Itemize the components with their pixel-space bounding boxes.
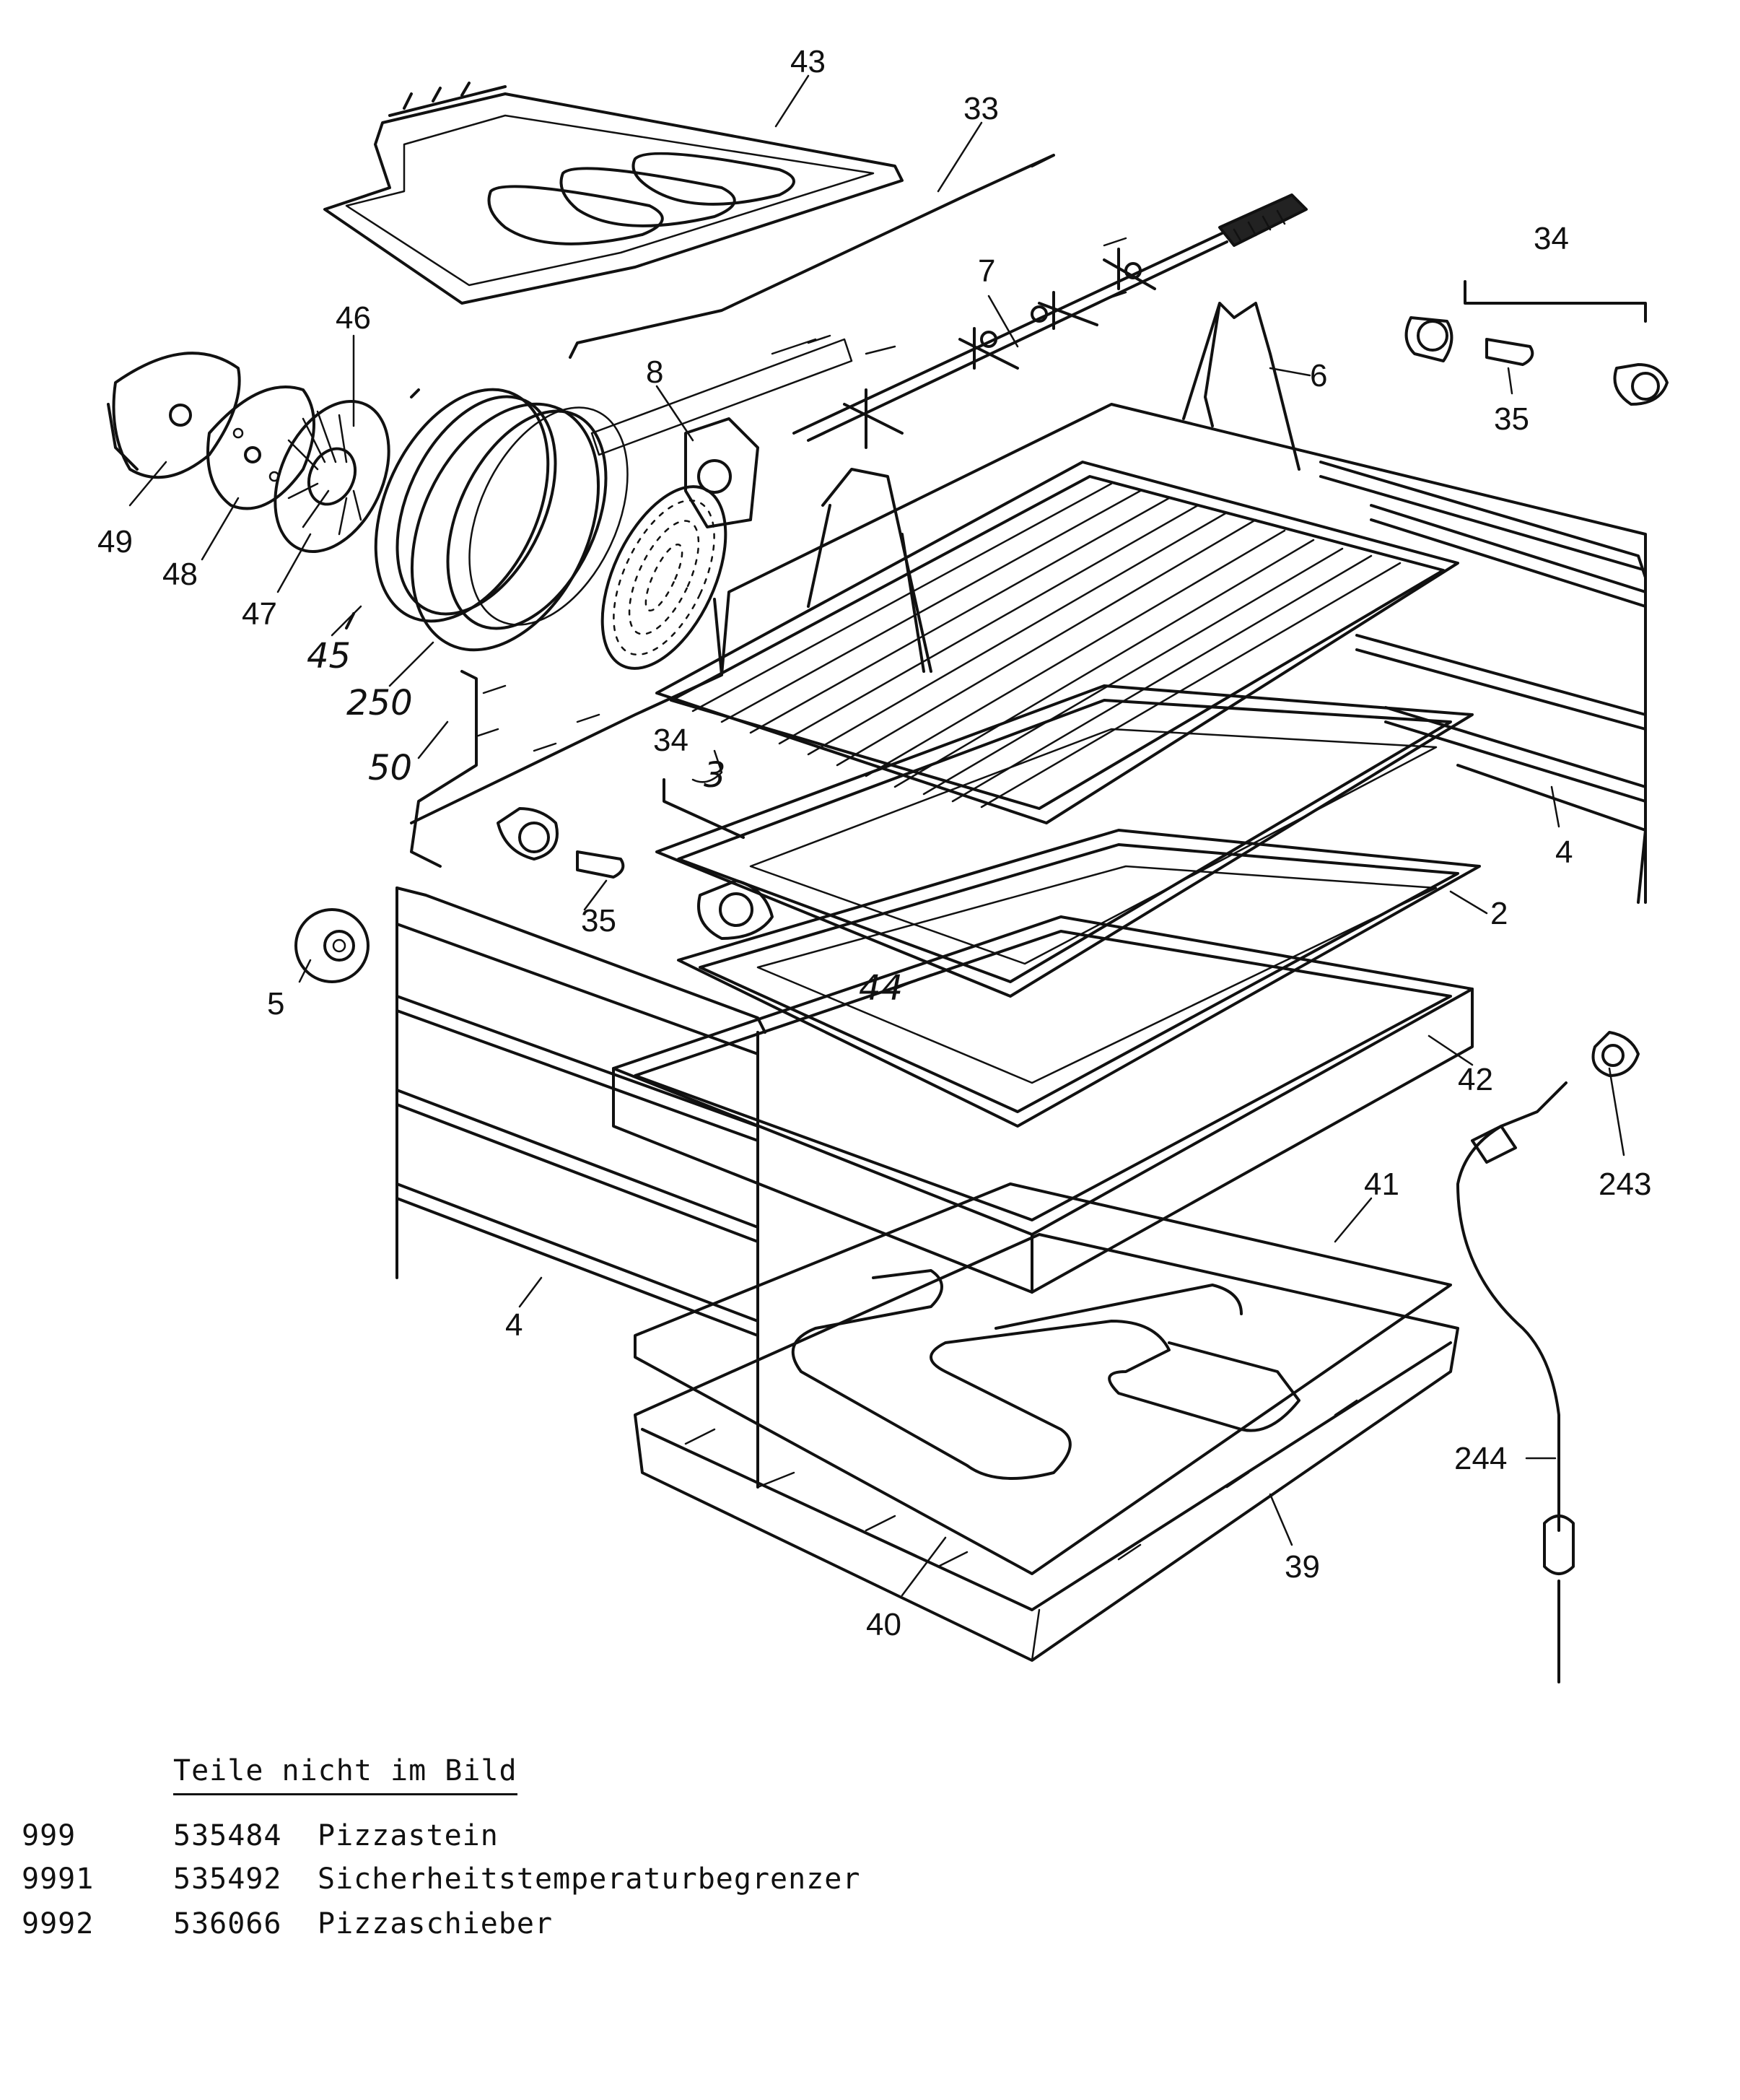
callout-43: 43 <box>790 44 826 79</box>
callout-243: 243 <box>1599 1167 1651 1202</box>
part-lamp-assembly-top <box>1404 280 1669 406</box>
part-tray <box>655 684 1474 998</box>
part-top-heating-element <box>323 82 904 305</box>
part-probe-socket <box>1591 1031 1640 1077</box>
callout-40: 40 <box>866 1607 901 1642</box>
callout-5: 5 <box>267 986 284 1021</box>
callout-250: 250 <box>346 683 413 723</box>
exploded-parts-diagram: 43 33 34 35 46 7 6 8 49 48 47 45 250 50 … <box>97 44 1669 1683</box>
part-rod <box>569 154 1055 359</box>
legend-pos: 999 <box>22 1819 76 1852</box>
part-fan-motor <box>107 352 241 479</box>
part-bottom-plate <box>634 1182 1452 1575</box>
callout-8: 8 <box>646 354 663 390</box>
callout-4-left: 4 <box>505 1307 523 1343</box>
part-baking-sheet <box>677 829 1481 1128</box>
part-side-rail-left <box>395 886 766 1489</box>
part-wire-rack <box>655 461 1459 824</box>
callout-35-top: 35 <box>1494 401 1529 437</box>
legend-description: Pizzastein <box>318 1819 499 1852</box>
callout-34-bottom: 34 <box>653 723 688 758</box>
legend-part-number: 535484 <box>173 1819 282 1852</box>
callout-48: 48 <box>162 557 198 592</box>
legend-part-number: 535492 <box>173 1862 282 1896</box>
legend-part-number: 536066 <box>173 1907 282 1940</box>
callout-50: 50 <box>368 748 412 788</box>
callout-46: 46 <box>336 300 371 336</box>
callout-7: 7 <box>978 253 995 289</box>
callout-39: 39 <box>1285 1549 1320 1585</box>
callout-6: 6 <box>1310 358 1327 393</box>
callout-33: 33 <box>963 91 999 126</box>
part-side-rail-right <box>1319 461 1647 904</box>
callout-244: 244 <box>1454 1441 1507 1476</box>
part-meat-probe <box>1456 1081 1575 1683</box>
callout-41: 41 <box>1364 1167 1399 1202</box>
callout-42: 42 <box>1458 1062 1493 1097</box>
callout-45: 45 <box>307 636 351 676</box>
part-fan-grille <box>600 485 727 670</box>
legend-description: Pizzaschieber <box>318 1907 554 1940</box>
part-rear-wall <box>410 403 1647 904</box>
legend-pos: 9992 <box>22 1907 95 1940</box>
part-bottom-heating-element <box>791 1269 1300 1480</box>
leader-lines <box>128 74 1625 1597</box>
part-spit-support-frame <box>1182 302 1300 471</box>
callout-47: 47 <box>242 596 277 632</box>
legend-description: Sicherheitstemperaturbegrenzer <box>318 1862 861 1896</box>
callout-35-bottom: 35 <box>581 903 616 938</box>
callout-3: 3 <box>704 755 726 796</box>
part-thermostat <box>590 334 853 528</box>
part-fan-wheel <box>274 400 390 553</box>
part-pizza-stone <box>634 1233 1459 1662</box>
part-fan-cover-ring <box>410 402 629 652</box>
callout-44: 44 <box>859 968 903 1008</box>
part-lamp-assembly-bottom <box>497 778 774 940</box>
part-rotisserie-spit <box>792 193 1308 449</box>
callout-4-right: 4 <box>1555 835 1573 870</box>
callout-2: 2 <box>1490 896 1508 931</box>
legend-title: Teile nicht im Bild <box>173 1754 517 1795</box>
callout-34-top: 34 <box>1534 221 1569 256</box>
part-motor-plate <box>206 385 315 510</box>
callout-49: 49 <box>97 524 133 559</box>
part-side-bracket <box>410 670 600 868</box>
legend-pos: 9991 <box>22 1862 95 1896</box>
part-knob <box>294 908 370 983</box>
callout-labels: 43 33 34 35 46 7 6 8 49 48 47 45 250 50 … <box>97 44 1651 1642</box>
